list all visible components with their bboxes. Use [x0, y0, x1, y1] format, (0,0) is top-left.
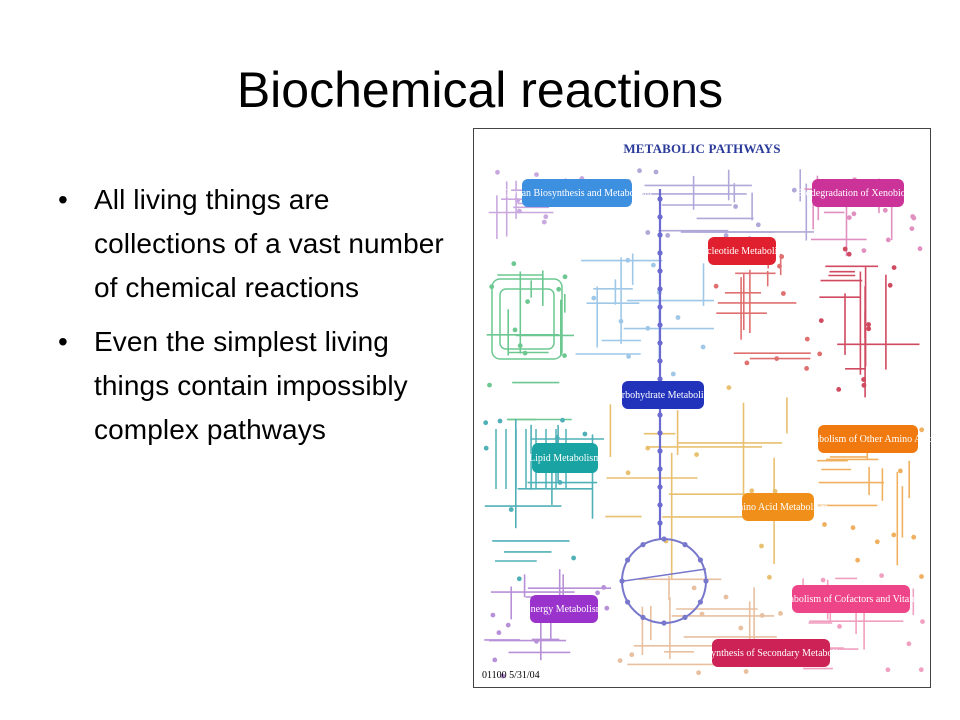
metabolic-pathways-map: METABOLIC PATHWAYS Glycan Biosynthesis a… [473, 128, 937, 688]
pathway-label-text: Lipid Metabolism [529, 452, 601, 464]
pathway-label-carbohydrate: Carbohydrate Metabolism [611, 381, 715, 409]
bullet-icon: • [58, 184, 68, 215]
pathway-label-text: Metabolism of Other Amino Acids [798, 433, 938, 445]
pathway-label-text: Energy Metabolism [524, 603, 604, 615]
bullet-item: • All living things are collections of a… [58, 178, 458, 310]
pathway-label-text: Amino Acid Metabolism [728, 501, 828, 513]
bullet-list: • All living things are collections of a… [58, 178, 458, 462]
pathway-label-xenobiotics: Biodegradation of Xenobiotics [796, 179, 920, 207]
pathway-label-other-amino-acids: Metabolism of Other Amino Acids [799, 425, 937, 453]
pathway-label-text: Glycan Biosynthesis and Metabolism [502, 187, 652, 199]
pathway-label-text: Biodegradation of Xenobiotics [796, 187, 920, 199]
pathway-label-amino-acid: Amino Acid Metabolism [728, 493, 828, 521]
pathway-label-energy: Energy Metabolism [525, 595, 604, 623]
bullet-item: • Even the simplest living things contai… [58, 320, 458, 452]
bullet-icon: • [58, 326, 68, 357]
pathway-label-secondary-metabolites: Biosynthesis of Secondary Metabolites [693, 639, 849, 667]
map-code: 01100 5/31/04 [482, 670, 540, 681]
pathway-label-nucleotide: Nucleotide Metabolism [695, 237, 789, 265]
pathway-network-graphic [483, 168, 925, 679]
pathway-label-text: Nucleotide Metabolism [694, 245, 790, 257]
pathway-label-lipid: Lipid Metabolism [529, 443, 601, 473]
bullet-text: Even the simplest living things contain … [94, 326, 408, 445]
pathway-label-text: Carbohydrate Metabolism [610, 389, 716, 401]
pathway-label-cofactors-vitamins: Metabolism of Cofactors and Vitamins [773, 585, 929, 613]
pathway-label-glycan: Glycan Biosynthesis and Metabolism [502, 179, 652, 207]
pathway-label-text: Metabolism of Cofactors and Vitamins [773, 593, 929, 605]
map-title: METABOLIC PATHWAYS [623, 141, 781, 156]
slide-title: Biochemical reactions [236, 62, 724, 118]
bullet-text: All living things are collections of a v… [94, 184, 444, 303]
pathway-label-text: Biosynthesis of Secondary Metabolites [692, 647, 850, 659]
